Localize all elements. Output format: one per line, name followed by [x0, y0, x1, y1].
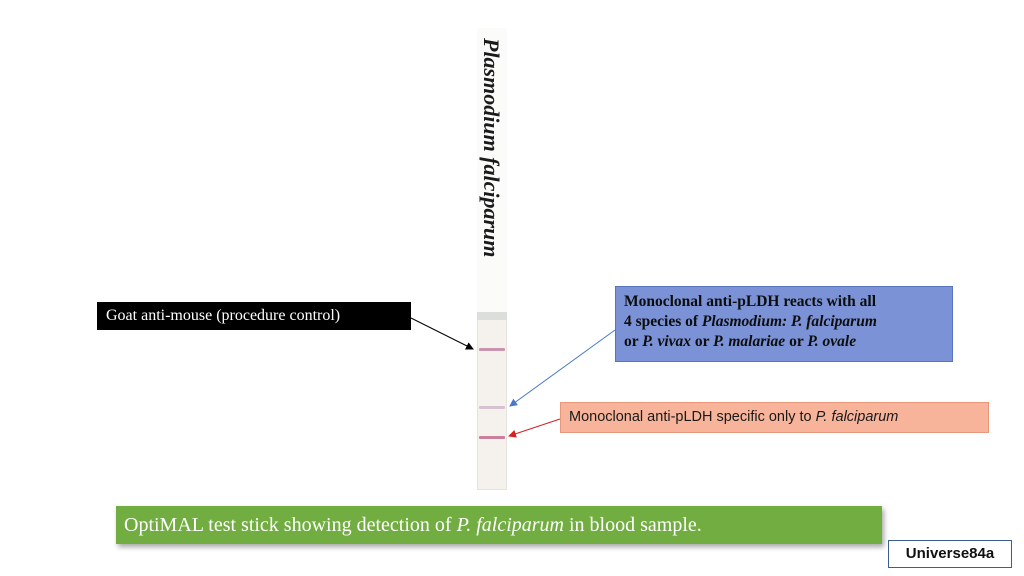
pan-label-line2-b: Plasmodium: P. falciparum	[701, 313, 877, 330]
arrow-pf-specific	[508, 418, 561, 438]
control-label-text: Goat anti-mouse (procedure control)	[106, 307, 341, 324]
caption-species: P. falciparum	[456, 514, 564, 536]
watermark-box: Universe84a	[888, 540, 1012, 568]
pan-species-band	[479, 406, 505, 409]
pan-label-line3: or P. vivax or P. malariae or P. ovale	[624, 332, 944, 352]
pf-specific-label-box: Monoclonal anti-pLDH specific only to P.…	[560, 402, 989, 433]
pan-label-line3-f: P. ovale	[807, 333, 857, 350]
pan-label-line3-d: P. malariae	[713, 333, 786, 350]
control-band	[479, 348, 505, 351]
control-label-box: Goat anti-mouse (procedure control)	[97, 302, 411, 330]
pan-label-line3-a: or	[624, 333, 643, 350]
pan-label-line2-a: 4 species of	[624, 313, 702, 330]
strip-divider	[477, 312, 507, 320]
arrow-pan-species	[509, 329, 616, 407]
watermark-text: Universe84a	[905, 545, 995, 562]
arrow-control	[410, 317, 474, 350]
pan-label-line2: 4 species of Plasmodium: P. falciparum	[624, 312, 944, 332]
pf-specific-band	[479, 436, 505, 439]
pan-label-line3-c: or	[691, 333, 714, 350]
pf-label-species: P. falciparum	[815, 409, 899, 425]
pan-label-line3-e: or	[785, 333, 808, 350]
test-strip: Plasmodium falciparum	[477, 28, 507, 490]
pan-label-line1: Monoclonal anti-pLDH reacts with all	[624, 293, 877, 310]
pan-label-line3-b: P. vivax	[642, 333, 692, 350]
caption-box: OptiMAL test stick showing detection of …	[116, 506, 882, 544]
caption-text-b: in blood sample.	[563, 514, 702, 536]
caption-text-a: OptiMAL test stick showing detection of	[124, 514, 457, 536]
pan-species-label-box: Monoclonal anti-pLDH reacts with all 4 s…	[615, 286, 953, 362]
strip-label-area: Plasmodium falciparum	[477, 28, 507, 313]
pf-label-text: Monoclonal anti-pLDH specific only to	[569, 409, 816, 425]
